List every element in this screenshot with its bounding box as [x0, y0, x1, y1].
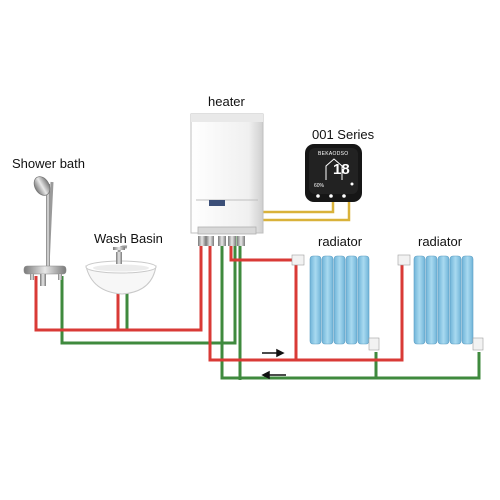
pipe-red-radiators: [208, 236, 298, 362]
shower-head-icon: [23, 176, 67, 286]
shower-label: Shower bath: [12, 156, 85, 171]
sink-icon: [85, 245, 157, 295]
thermostat-icon: [305, 144, 362, 202]
thermostat-wires: [262, 198, 351, 222]
basin-label: Wash Basin: [94, 231, 163, 246]
radiator-right: [397, 254, 484, 351]
thermostat-temperature: 18: [333, 161, 350, 178]
pipe-green-radiators: [220, 236, 378, 380]
pipe-green-shower: [60, 236, 237, 345]
pipe-green-radiator-right: [376, 352, 481, 380]
heater-label: heater: [208, 94, 245, 109]
radiator-right-label: radiator: [418, 234, 463, 249]
thermostat-label: 001 Series: [312, 127, 375, 142]
boiler-icon: [190, 113, 264, 246]
thermostat-brand: BEKAODSO: [318, 151, 349, 157]
radiator-left-label: radiator: [318, 234, 363, 249]
radiator-left: [291, 254, 380, 351]
flow-arrow-icon: [261, 348, 286, 380]
radiator-icon: [291, 254, 484, 351]
thermostat-humidity: 60%: [314, 183, 325, 189]
